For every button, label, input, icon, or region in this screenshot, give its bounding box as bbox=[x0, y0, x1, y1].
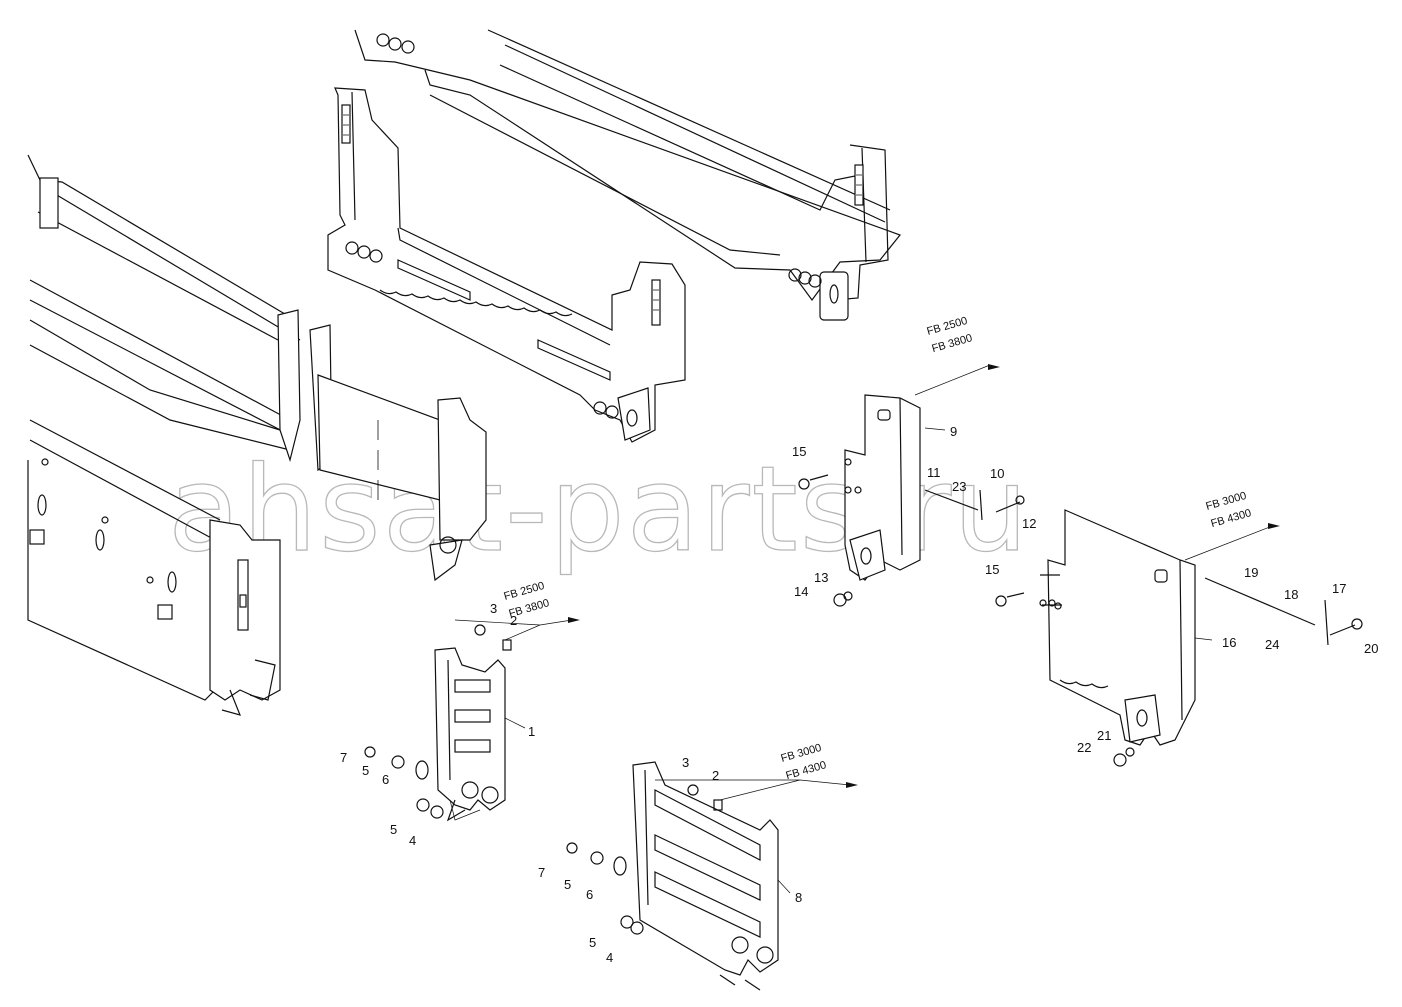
callout-8: 8 bbox=[795, 890, 802, 905]
leader-lines bbox=[449, 364, 1276, 894]
callout-19: 19 bbox=[1244, 565, 1258, 580]
arrow-fw2 bbox=[846, 782, 858, 788]
callout-3b: 3 bbox=[682, 755, 689, 770]
arrow-fw4 bbox=[1268, 523, 1280, 529]
callout-5d: 5 bbox=[589, 935, 596, 950]
callout-3a: 3 bbox=[490, 601, 497, 616]
fork-width-fw2: FB 3000 FB 4300 bbox=[780, 742, 828, 782]
callout-9: 9 bbox=[950, 424, 957, 439]
callout-14: 14 bbox=[794, 584, 808, 599]
callout-5c: 5 bbox=[564, 877, 571, 892]
callout-4b: 4 bbox=[606, 950, 613, 965]
washer-3a bbox=[474, 624, 486, 636]
callout-16: 16 bbox=[1222, 635, 1236, 650]
middle-carriage-drawing bbox=[327, 87, 686, 443]
fastener-drawings bbox=[364, 474, 1363, 935]
callout-6b: 6 bbox=[586, 887, 593, 902]
callout-5a: 5 bbox=[362, 763, 369, 778]
part-16-drawing bbox=[1039, 509, 1196, 746]
callout-7b: 7 bbox=[538, 865, 545, 880]
callout-12: 12 bbox=[1022, 516, 1036, 531]
part-8-drawing bbox=[632, 761, 779, 991]
callout-20: 20 bbox=[1364, 641, 1378, 656]
part-1-drawing bbox=[434, 647, 506, 822]
callout-2b: 2 bbox=[712, 768, 719, 783]
callout-1: 1 bbox=[528, 724, 535, 739]
callout-6a: 6 bbox=[382, 772, 389, 787]
svg-text:FB 4300: FB 4300 bbox=[1209, 507, 1252, 530]
callout-4a: 4 bbox=[409, 833, 416, 848]
callout-11: 11 bbox=[927, 465, 941, 480]
callout-15a: 15 bbox=[792, 444, 806, 459]
callout-21: 21 bbox=[1097, 728, 1111, 743]
callout-labels: 1 2 2 3 3 4 4 5 5 5 5 6 6 7 7 8 9 10 11 … bbox=[340, 424, 1378, 965]
arrow-fw3 bbox=[988, 364, 1000, 370]
top-carriage-drawing bbox=[354, 29, 901, 321]
part-9-drawing bbox=[844, 394, 921, 581]
callout-17: 17 bbox=[1332, 581, 1346, 596]
callout-10: 10 bbox=[990, 466, 1004, 481]
pin-2a bbox=[502, 639, 512, 651]
callout-2a: 2 bbox=[510, 613, 517, 628]
svg-text:FB 3800: FB 3800 bbox=[930, 332, 973, 355]
callout-15b: 15 bbox=[985, 562, 999, 577]
arrow-fw1 bbox=[568, 617, 580, 623]
callout-24: 24 bbox=[1265, 637, 1279, 652]
callout-23: 23 bbox=[952, 479, 966, 494]
fork-width-fw3: FB 2500 FB 3800 bbox=[926, 315, 974, 355]
callout-5b: 5 bbox=[390, 822, 397, 837]
callout-22: 22 bbox=[1077, 740, 1091, 755]
front-carriage-drawing bbox=[27, 154, 487, 716]
callout-7a: 7 bbox=[340, 750, 347, 765]
callout-18: 18 bbox=[1284, 587, 1298, 602]
fork-width-fw4: FB 3000 FB 4300 bbox=[1205, 490, 1253, 530]
svg-text:FB 4300: FB 4300 bbox=[784, 759, 827, 782]
callout-13: 13 bbox=[814, 570, 828, 585]
